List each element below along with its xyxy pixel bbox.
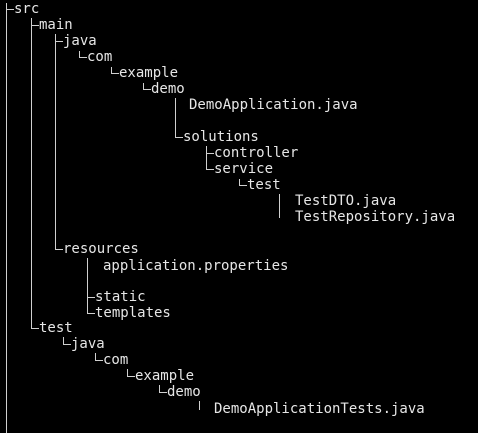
folder-solutions[interactable]: solutions xyxy=(183,129,259,145)
folder-test[interactable]: test xyxy=(39,320,73,336)
folder-test-java[interactable]: java xyxy=(71,336,105,352)
folder-main[interactable]: main xyxy=(39,17,73,33)
folder-test-demo[interactable]: demo xyxy=(167,384,201,400)
file-test-dto[interactable]: TestDTO.java xyxy=(295,193,397,209)
folder-test-example[interactable]: example xyxy=(135,368,195,384)
folder-main-example[interactable]: example xyxy=(119,65,179,81)
folder-src[interactable]: src xyxy=(14,1,40,17)
folder-static[interactable]: static xyxy=(95,289,146,305)
file-application-properties[interactable]: application.properties xyxy=(103,258,289,274)
file-test-repository[interactable]: TestRepository.java xyxy=(295,209,456,225)
folder-main-com[interactable]: com xyxy=(87,49,113,65)
folder-resources[interactable]: resources xyxy=(63,241,139,257)
folder-main-demo[interactable]: demo xyxy=(151,81,185,97)
folder-test-com[interactable]: com xyxy=(103,352,129,368)
folder-service-test[interactable]: test xyxy=(247,177,281,193)
file-demo-application[interactable]: DemoApplication.java xyxy=(189,97,358,113)
folder-service[interactable]: service xyxy=(214,161,274,177)
folder-main-java[interactable]: java xyxy=(63,33,97,49)
folder-templates[interactable]: templates xyxy=(95,305,171,321)
file-demo-application-tests[interactable]: DemoApplicationTests.java xyxy=(214,401,425,417)
folder-controller[interactable]: controller xyxy=(214,145,299,161)
